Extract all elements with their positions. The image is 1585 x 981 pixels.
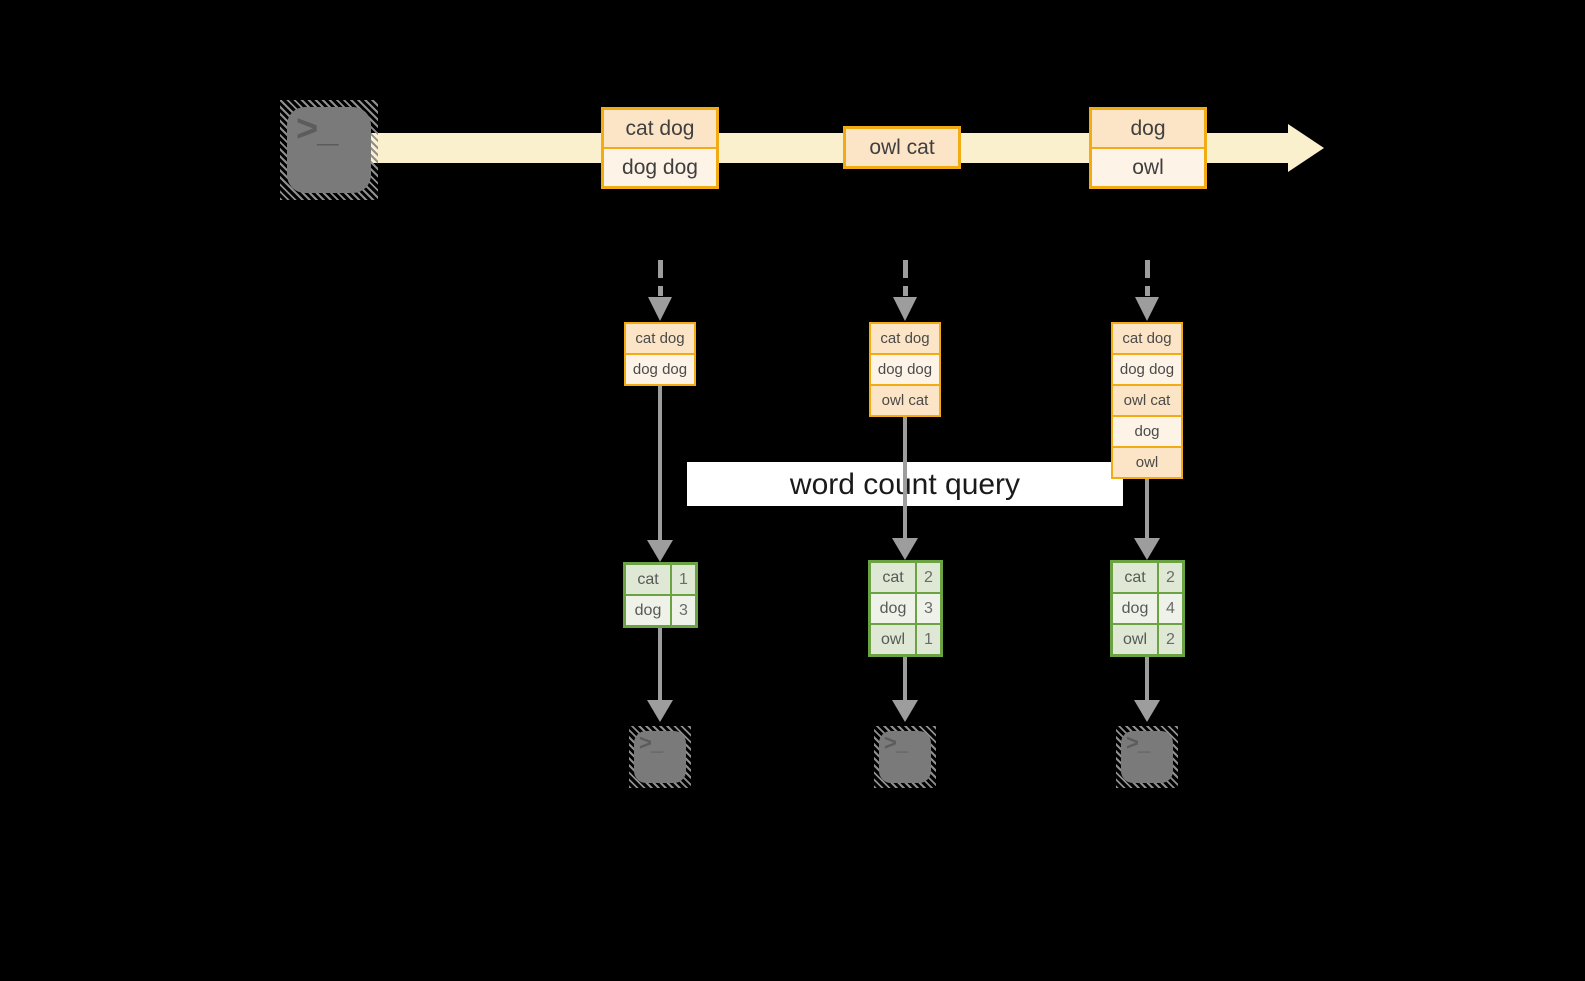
count-row: cat 2 xyxy=(871,563,940,592)
arrow-line xyxy=(903,417,907,538)
snapshot-item: cat dog xyxy=(871,324,939,353)
sink-terminal-icon-1: >_ xyxy=(629,726,691,788)
snapshot-item: owl xyxy=(1113,448,1181,477)
dashed-arrow-line xyxy=(1145,260,1150,296)
count-value: 3 xyxy=(672,596,695,625)
snapshot-item: dog dog xyxy=(871,355,939,384)
snapshot-stack-2: cat dog dog dog owl cat xyxy=(869,322,941,417)
count-row: owl 1 xyxy=(871,625,940,654)
arrow-head-icon xyxy=(647,540,673,562)
arrow-head-icon xyxy=(1134,538,1160,560)
stream-band-arrowhead-icon xyxy=(1288,124,1324,172)
event-box-2: owl cat xyxy=(843,126,961,169)
event-line: owl cat xyxy=(846,129,958,166)
event-box-3: dog owl xyxy=(1089,107,1207,189)
dashed-arrow-head-icon xyxy=(893,297,917,321)
arrow-line xyxy=(658,628,662,700)
count-row: dog 3 xyxy=(626,596,695,625)
count-value: 2 xyxy=(1159,563,1182,592)
terminal-prompt-glyph: >_ xyxy=(639,730,663,755)
arrow-line xyxy=(658,386,662,540)
arrow-head-icon xyxy=(892,538,918,560)
snapshot-stack-1: cat dog dog dog xyxy=(624,322,696,386)
snapshot-item: dog dog xyxy=(626,355,694,384)
arrow-head-icon xyxy=(892,700,918,722)
count-value: 1 xyxy=(917,625,940,654)
count-word: owl xyxy=(1113,625,1157,654)
snapshot-item: owl cat xyxy=(1113,386,1181,415)
count-table-1: cat 1 dog 3 xyxy=(623,562,698,628)
count-word: dog xyxy=(1113,594,1157,623)
terminal-prompt-glyph: >_ xyxy=(884,730,908,755)
snapshot-item: dog xyxy=(1113,417,1181,446)
count-table-2: cat 2 dog 3 owl 1 xyxy=(868,560,943,657)
event-line: cat dog xyxy=(604,110,716,147)
count-value: 2 xyxy=(1159,625,1182,654)
arrow-line xyxy=(1145,657,1149,700)
snapshot-stack-3: cat dog dog dog owl cat dog owl xyxy=(1111,322,1183,479)
arrow-head-icon xyxy=(1134,700,1160,722)
count-word: cat xyxy=(1113,563,1157,592)
count-value: 4 xyxy=(1159,594,1182,623)
count-word: owl xyxy=(871,625,915,654)
count-row: cat 2 xyxy=(1113,563,1182,592)
count-value: 3 xyxy=(917,594,940,623)
count-row: owl 2 xyxy=(1113,625,1182,654)
terminal-body xyxy=(1121,731,1173,783)
source-terminal-icon: >_ xyxy=(280,100,378,200)
event-box-1: cat dog dog dog xyxy=(601,107,719,189)
count-row: dog 3 xyxy=(871,594,940,623)
terminal-body xyxy=(634,731,686,783)
count-word: dog xyxy=(626,596,670,625)
snapshot-item: owl cat xyxy=(871,386,939,415)
count-word: cat xyxy=(871,563,915,592)
arrow-line xyxy=(1145,477,1149,538)
terminal-prompt-glyph: >_ xyxy=(1126,730,1150,755)
terminal-body xyxy=(287,107,371,193)
dashed-arrow-head-icon xyxy=(648,297,672,321)
count-word: cat xyxy=(626,565,670,594)
dashed-arrow-line xyxy=(903,260,908,296)
event-line: owl xyxy=(1092,149,1204,186)
event-line: dog dog xyxy=(604,149,716,186)
count-table-3: cat 2 dog 4 owl 2 xyxy=(1110,560,1185,657)
count-row: dog 4 xyxy=(1113,594,1182,623)
count-word: dog xyxy=(871,594,915,623)
arrow-head-icon xyxy=(647,700,673,722)
count-value: 2 xyxy=(917,563,940,592)
sink-terminal-icon-2: >_ xyxy=(874,726,936,788)
snapshot-item: cat dog xyxy=(626,324,694,353)
count-row: cat 1 xyxy=(626,565,695,594)
snapshot-item: dog dog xyxy=(1113,355,1181,384)
count-value: 1 xyxy=(672,565,695,594)
terminal-prompt-glyph: >_ xyxy=(296,108,338,150)
terminal-body xyxy=(879,731,931,783)
snapshot-item: cat dog xyxy=(1113,324,1181,353)
dashed-arrow-line xyxy=(658,260,663,296)
dashed-arrow-head-icon xyxy=(1135,297,1159,321)
arrow-line xyxy=(903,657,907,700)
event-line: dog xyxy=(1092,110,1204,147)
sink-terminal-icon-3: >_ xyxy=(1116,726,1178,788)
